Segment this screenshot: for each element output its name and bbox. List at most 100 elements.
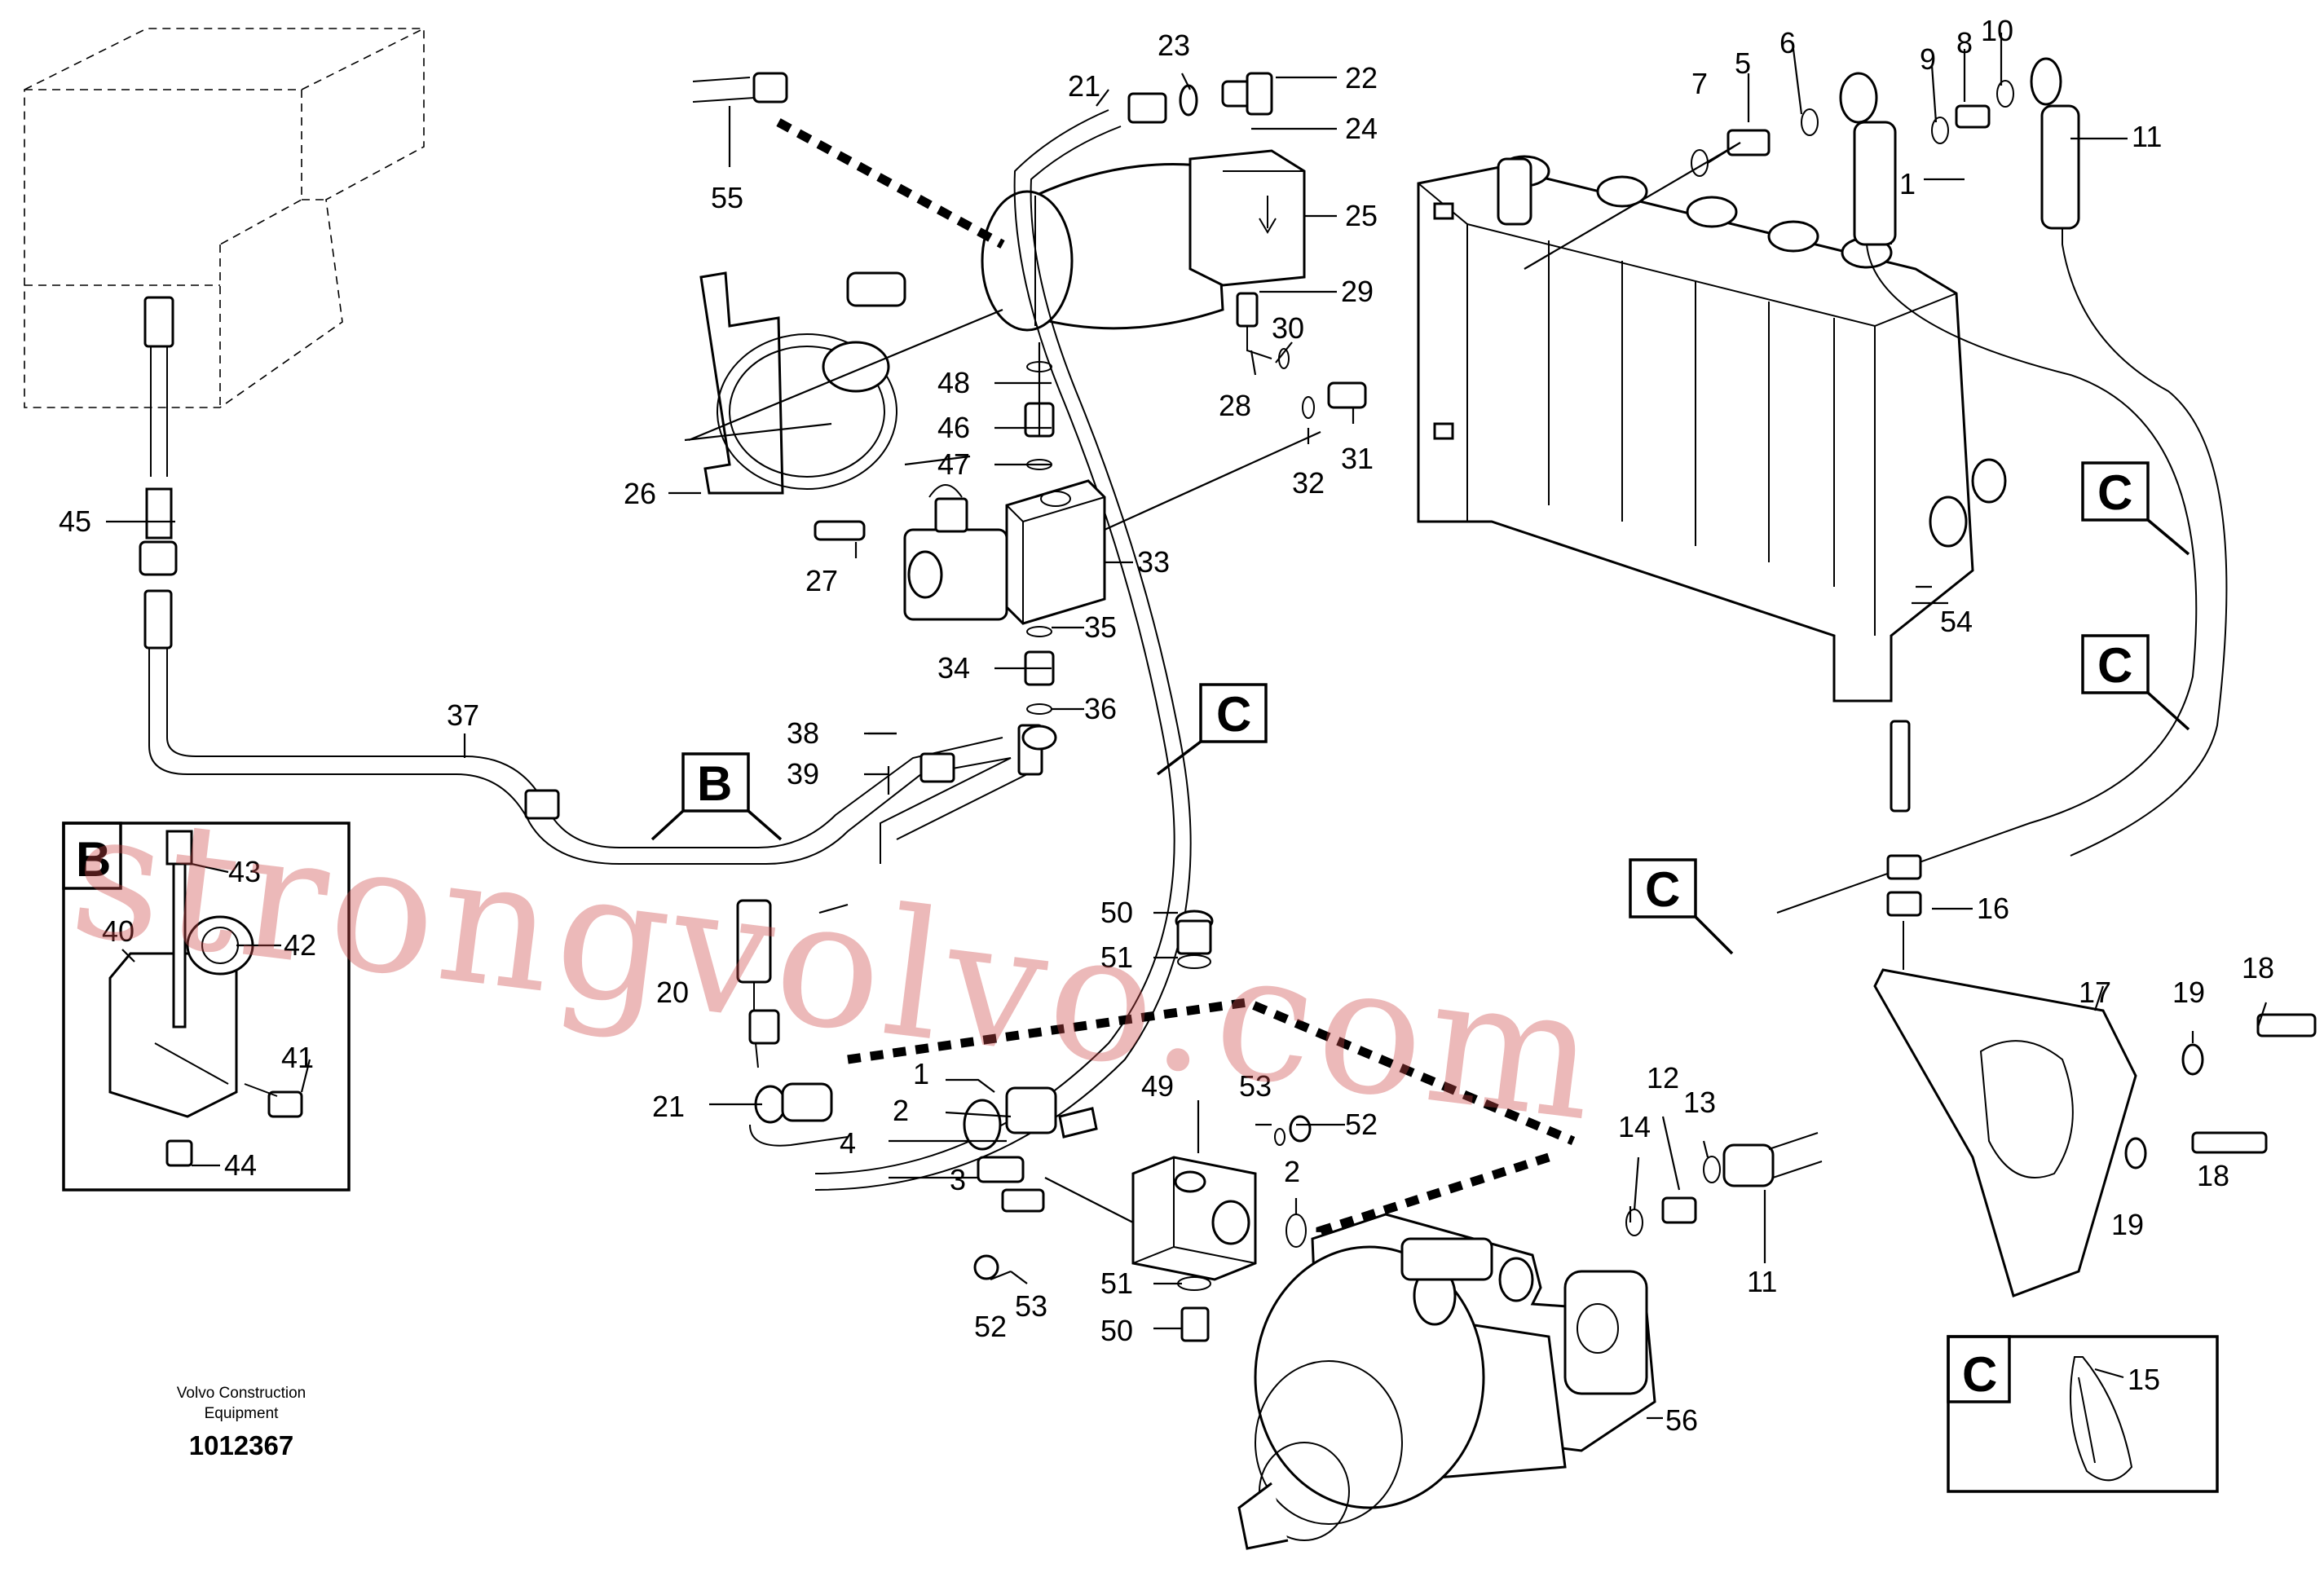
callout-47: 47 [937,447,970,481]
callout-51: 51 [1100,940,1133,974]
marker-c-letter: C [1216,687,1251,742]
hose-55 [692,72,788,104]
callout-7: 7 [1691,67,1708,100]
section-marker-c-2 [2081,461,2190,556]
callout-30: 30 [1272,311,1304,345]
callout-16: 16 [1977,892,2009,925]
marker-c-letter: C [1645,862,1680,917]
callout-13: 13 [1683,1086,1716,1119]
callout-18: 18 [2197,1159,2229,1192]
callout-42: 42 [284,928,316,962]
callout-20: 20 [656,976,689,1009]
callout-29: 29 [1341,275,1374,308]
callout-27: 27 [805,564,838,597]
callout-21: 21 [1068,69,1100,103]
detail-b-box [62,822,351,1192]
callout-39: 39 [787,757,819,791]
section-letters: B B C C C C C [76,465,2132,1402]
illustration-number: 1012367 [189,1430,293,1460]
fittings-11-14 [1625,1132,1823,1236]
marker-c-letter: C [2097,465,2132,520]
pipe-20-21 [736,757,1028,1147]
section-marker-c-4 [1629,858,1734,955]
callout-11: 11 [2132,120,2162,153]
callout-23: 23 [1158,29,1190,62]
callout-44: 44 [224,1148,257,1182]
callout-55: 55 [711,181,743,214]
pump [1237,1213,1656,1550]
callout-19: 19 [2172,976,2205,1009]
detail-c-letter: C [1962,1347,1997,1402]
detail-b-letter: B [76,832,111,887]
callout-38: 38 [787,716,819,750]
callout-9: 9 [1920,42,1936,76]
callout-31: 31 [1341,442,1374,475]
block-49 [963,910,1312,1342]
callout-45: 45 [59,504,91,538]
callout-1: 1 [1899,167,1916,200]
callout-14: 14 [1618,1110,1651,1143]
callout-28: 28 [1219,389,1251,422]
callout-2: 2 [893,1094,909,1127]
solenoid-valve [903,479,1106,625]
callout-3: 3 [950,1163,966,1196]
callout-46: 46 [937,411,970,444]
callout-24: 24 [1345,112,1378,145]
callout-10: 10 [1981,14,2013,47]
connection-lines [847,998,1576,1304]
fittings-5-10 [1691,80,2014,177]
callout-51: 51 [1100,1266,1133,1300]
callout-52: 52 [974,1310,1007,1343]
callout-53: 53 [1239,1069,1272,1103]
leader-lines [106,33,2268,1420]
callout-50: 50 [1100,896,1133,929]
marker-c-letter: C [2097,638,2132,693]
section-marker-b-main [650,752,783,841]
callout-54: 54 [1940,605,1973,638]
section-marker-c-1 [1156,683,1268,776]
marker-b-letter: B [697,756,732,811]
bracket-17 [1873,720,2317,1297]
callout-8: 8 [1956,26,1973,59]
callout-50: 50 [1100,1314,1133,1347]
callout-35: 35 [1084,610,1117,644]
callout-labels: 1 1 2 2 3 4 5 6 7 8 9 10 11 11 12 13 14 … [59,14,2274,1437]
caption-company: Volvo Construction [177,1385,306,1402]
hose-1-top [1776,57,2228,914]
callout-36: 36 [1084,692,1117,725]
callout-17: 17 [2079,976,2111,1009]
callout-6: 6 [1779,26,1796,59]
suction-tube [139,296,1043,865]
accumulator [776,118,1306,332]
callout-19: 19 [2111,1208,2144,1241]
callout-15: 15 [2128,1363,2160,1396]
callout-18: 18 [2242,951,2274,985]
callout-56: 56 [1665,1403,1698,1437]
callout-41: 41 [281,1041,314,1074]
caption-company-2: Equipment [205,1405,280,1422]
hydraulic-tank [24,28,425,408]
callout-25: 25 [1345,199,1378,232]
callout-53: 53 [1015,1289,1047,1323]
callout-1: 1 [913,1057,929,1090]
control-valve [1417,155,2007,703]
callout-2: 2 [1284,1155,1300,1188]
caption: Volvo Construction Equipment 1012367 [177,1385,306,1460]
fittings-28-32 [1236,292,1367,419]
clamp [699,271,906,541]
detail-c-box [1947,1335,2219,1493]
callout-12: 12 [1647,1061,1679,1095]
callout-26: 26 [624,477,656,510]
section-marker-c-3 [2081,634,2190,731]
callout-21: 21 [652,1090,685,1123]
callout-32: 32 [1292,466,1325,500]
callout-22: 22 [1345,61,1378,95]
callout-33: 33 [1137,545,1170,579]
callout-43: 43 [228,855,261,888]
callout-40: 40 [102,914,135,948]
callout-49: 49 [1141,1069,1174,1103]
callout-5: 5 [1735,46,1751,80]
callout-48: 48 [937,366,970,399]
callout-37: 37 [447,698,479,732]
